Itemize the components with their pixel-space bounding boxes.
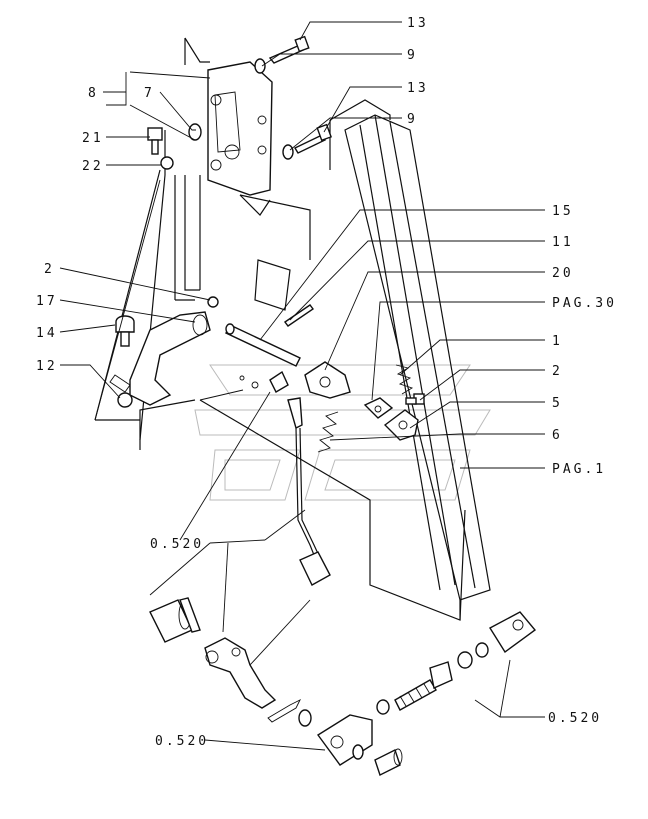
callout-9-top: 9 [407, 48, 418, 63]
washer-upper [475, 642, 489, 658]
washer-9-mid [282, 144, 294, 160]
clevis-lower [316, 714, 373, 766]
callout-0520-right: 0.520 [548, 711, 602, 726]
screw-2-left [207, 296, 219, 308]
callout-pag-1: PAG.1 [552, 462, 606, 477]
callout-15: 15 [552, 204, 574, 219]
callout-2-right: 2 [552, 364, 563, 379]
callout-pag-30: PAG.30 [552, 296, 617, 311]
callout-1: 1 [552, 334, 563, 349]
screw-14 [115, 315, 135, 347]
callout-2-left: 2 [44, 262, 55, 277]
callout-0520-bottom: 0.520 [155, 734, 209, 749]
callout-6: 6 [552, 428, 563, 443]
lever-5 [383, 409, 419, 441]
bracket-part-1 [363, 397, 394, 419]
washer-9-top [254, 58, 266, 74]
callout-13-top: 13 [407, 16, 429, 31]
fork-20 [304, 361, 351, 399]
screw-21 [147, 127, 163, 155]
callout-14: 14 [36, 326, 58, 341]
vertical-post [344, 114, 491, 620]
leader-lines [59, 21, 545, 751]
nut-12 [117, 392, 133, 408]
callout-5: 5 [552, 396, 563, 411]
clevis-pin [374, 748, 403, 776]
nut-mid [376, 699, 390, 715]
shaft-15 [225, 323, 301, 367]
adjust-nut [429, 661, 453, 689]
nut-22 [160, 156, 174, 170]
callout-22: 22 [82, 159, 104, 174]
callout-21: 21 [82, 131, 104, 146]
callout-0520-left: 0.520 [150, 537, 204, 552]
screw-13-mid [294, 123, 332, 154]
pin-11 [284, 304, 314, 327]
pin-clip [239, 370, 289, 393]
callout-7: 7 [144, 86, 155, 101]
callout-labels: 13 9 13 9 15 11 20 PAG.30 1 2 5 6 PAG.1 … [36, 16, 617, 749]
callout-12: 12 [36, 359, 58, 374]
washer-lower-2 [352, 744, 364, 760]
nut-upper [457, 651, 473, 669]
callout-17: 17 [36, 294, 58, 309]
callout-13-mid: 13 [407, 81, 429, 96]
clevis-upper [489, 611, 537, 654]
lower-lever [149, 597, 277, 709]
lever-17 [109, 311, 211, 406]
watermark-logo [194, 364, 491, 501]
callout-9-mid: 9 [407, 112, 418, 127]
screw-2-right [405, 393, 425, 405]
spring-6 [317, 411, 339, 453]
split-pin [267, 698, 302, 723]
bracket-plate [207, 61, 273, 196]
callout-11: 11 [552, 235, 574, 250]
rod [287, 397, 331, 586]
threaded-rod [394, 679, 437, 711]
callout-20: 20 [552, 266, 574, 281]
callout-8: 8 [88, 86, 99, 101]
screw-13-top [268, 35, 310, 64]
washer-lower [298, 709, 312, 727]
